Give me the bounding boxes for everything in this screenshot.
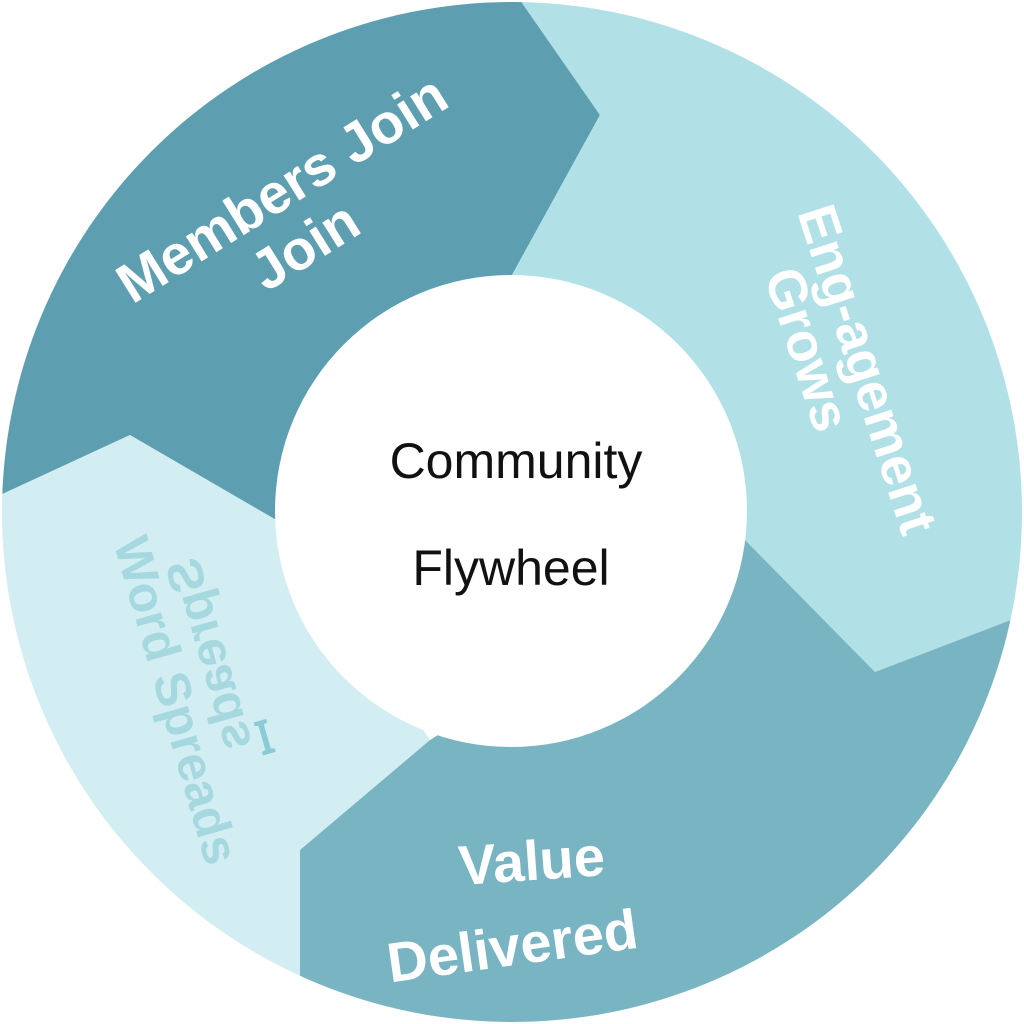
hub-title-line2: Flywheel	[412, 540, 609, 596]
hub-title-line1: Community	[390, 433, 643, 489]
label-value: Value	[456, 824, 606, 897]
flywheel-hub	[275, 275, 747, 747]
